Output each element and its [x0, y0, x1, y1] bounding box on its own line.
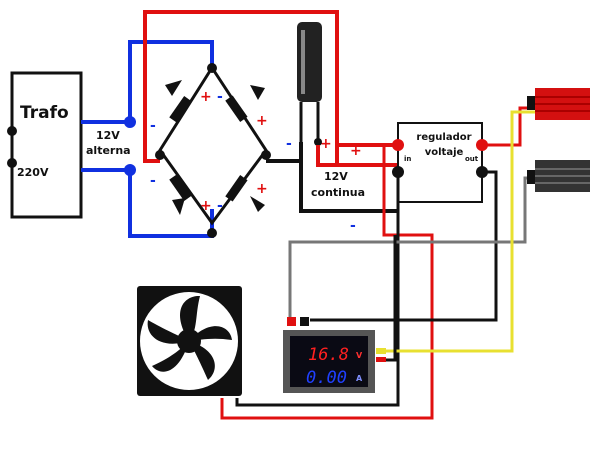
bridge-node: [207, 63, 217, 73]
svg-text:+: +: [350, 143, 362, 159]
ac-label-type: alterna: [86, 144, 131, 157]
diode-symbol-icon: [172, 198, 185, 215]
svg-text:-: -: [350, 218, 356, 234]
regulator-in-label: in: [404, 155, 411, 163]
ac-terminal: [124, 116, 136, 128]
regulator-label-1: regulador: [416, 132, 471, 143]
current-unit: A: [356, 374, 363, 383]
diode-symbol-icon: [250, 196, 265, 212]
svg-text:+: +: [320, 136, 332, 152]
svg-text:+: +: [200, 198, 212, 214]
capacitor-legs: [299, 102, 320, 142]
ground-wire: [266, 159, 398, 213]
transformer-box: [10, 71, 83, 219]
regulator-label-2: voltaje: [425, 147, 464, 158]
current-readout: 0.00: [306, 368, 347, 388]
bridge-node: [155, 150, 165, 160]
capacitor-positive-wire: [316, 145, 337, 167]
ac-terminal: [124, 164, 136, 176]
voltage-regulator: [397, 122, 483, 203]
meter-wire-tab: [376, 357, 386, 362]
voltage-readout: 16.8: [308, 345, 349, 365]
diodes: [165, 80, 265, 215]
svg-text:-: -: [217, 89, 223, 105]
capacitor-terminal: [314, 138, 322, 146]
ac-label-voltage: 12V: [96, 129, 120, 142]
volt-amp-meter: [283, 330, 375, 393]
meter-wire-tab: [376, 348, 386, 354]
bridge-node: [261, 150, 271, 160]
bridge-node: [207, 228, 217, 238]
svg-text:-: -: [150, 118, 156, 134]
transformer-terminal: [7, 126, 17, 136]
transformer-terminal: [7, 158, 17, 168]
polarity-marks: + - + - - + + - - + + -: [150, 89, 362, 234]
svg-text:-: -: [150, 173, 156, 189]
voltage-unit: V: [356, 351, 363, 360]
transformer-title: Trafo: [20, 103, 69, 123]
regulator-out-label: out: [465, 155, 479, 163]
output-positive-terminal: [527, 88, 590, 120]
svg-text:+: +: [256, 113, 268, 129]
cooling-fan: [137, 286, 242, 396]
diode-symbol-icon: [250, 85, 265, 100]
positive-wire: [143, 10, 398, 167]
meter-connector: [287, 317, 296, 326]
svg-text:-: -: [217, 198, 223, 214]
output-negative-terminal: [527, 160, 590, 192]
capacitor: [297, 22, 322, 102]
capacitor-stripe: [301, 30, 305, 94]
bridge-rectifier: [158, 64, 268, 226]
svg-text:+: +: [200, 89, 212, 105]
fan-blades-icon: [147, 295, 232, 380]
svg-text:-: -: [286, 136, 292, 152]
meter-connector: [300, 317, 309, 326]
diode-symbol-icon: [165, 80, 182, 96]
dc-label-type: continua: [311, 186, 365, 199]
ac-wires: [81, 40, 214, 238]
transformer-input-label: 220V: [17, 166, 49, 179]
output-wires: [220, 106, 537, 420]
svg-text:+: +: [256, 181, 268, 197]
dc-label-voltage: 12V: [324, 170, 348, 183]
